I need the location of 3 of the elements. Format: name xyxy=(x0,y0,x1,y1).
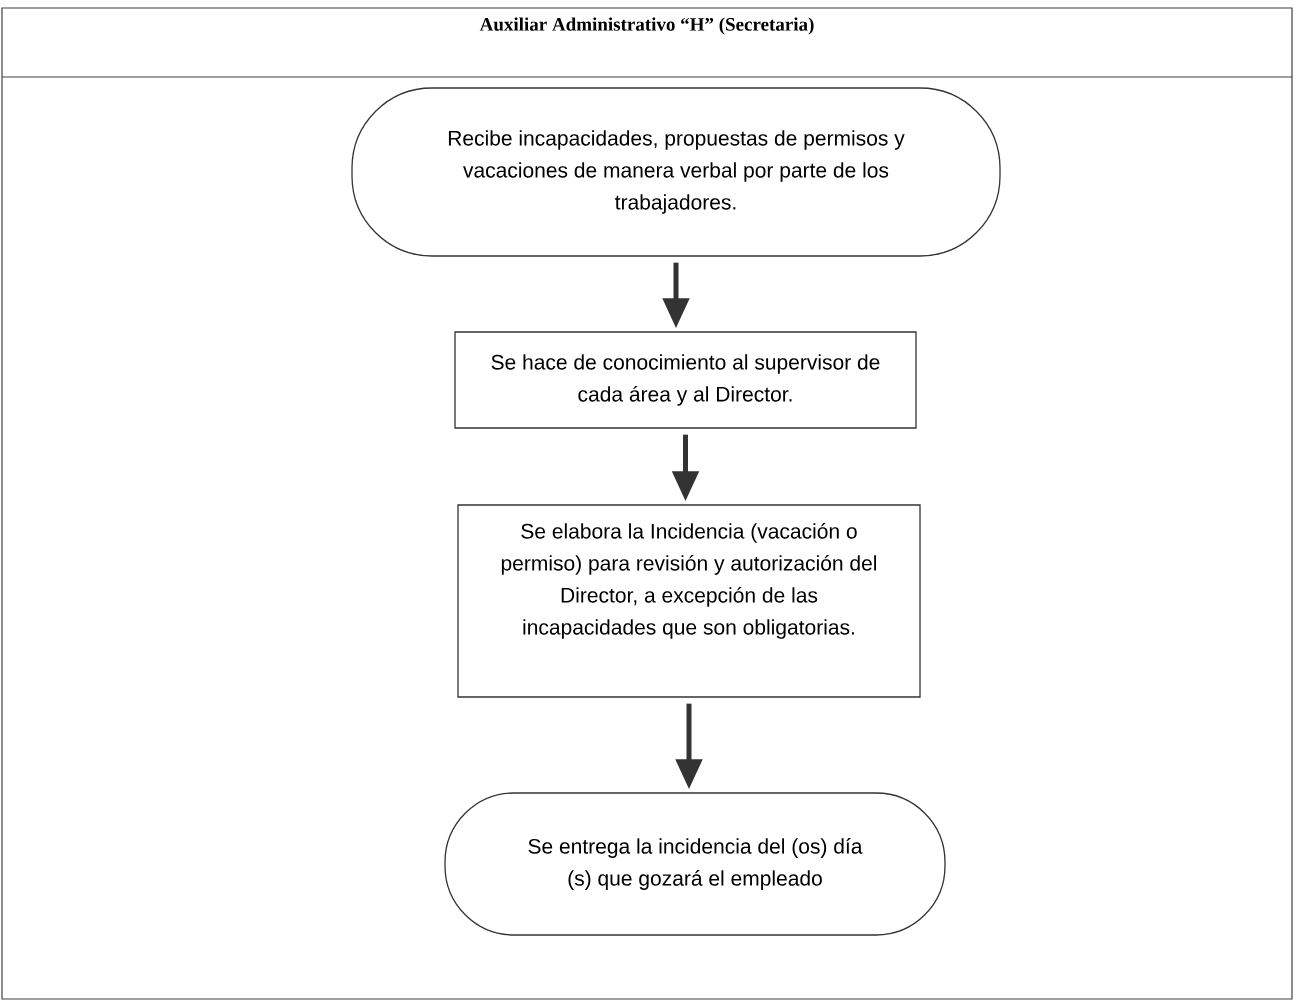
process-box: Se elabora la Incidencia (vacación o permiso) para revisión y autorización del Director, a excepción de las incapacidades que son obligatorias. xyxy=(457,504,921,698)
lane-header: Auxiliar Administrativo “H” (Secretaria) xyxy=(479,17,814,35)
process-box: Se hace de conocimiento al supervisor de cada área y al Director. xyxy=(454,331,917,429)
